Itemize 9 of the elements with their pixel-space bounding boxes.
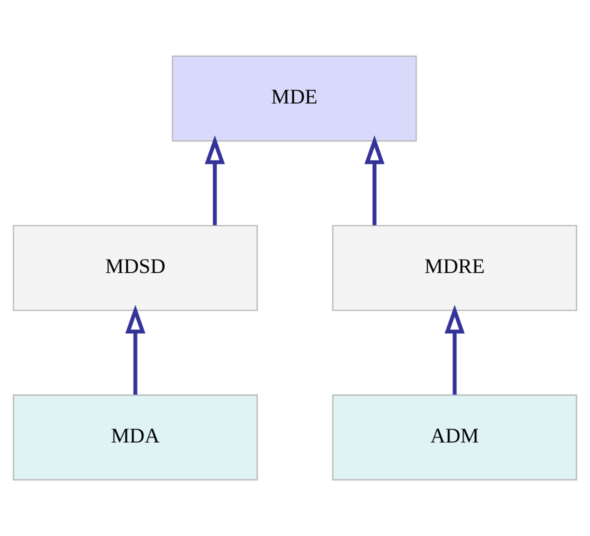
arrow — [364, 135, 385, 226]
node-box: MDA — [12, 394, 258, 480]
arrow — [125, 304, 146, 395]
node-box: ADM — [332, 394, 578, 480]
arrow — [204, 135, 225, 226]
node-box: MDRE — [332, 225, 578, 311]
node-box: MDE — [172, 56, 417, 142]
arrow — [444, 304, 465, 395]
node-box: MDSD — [12, 225, 258, 311]
